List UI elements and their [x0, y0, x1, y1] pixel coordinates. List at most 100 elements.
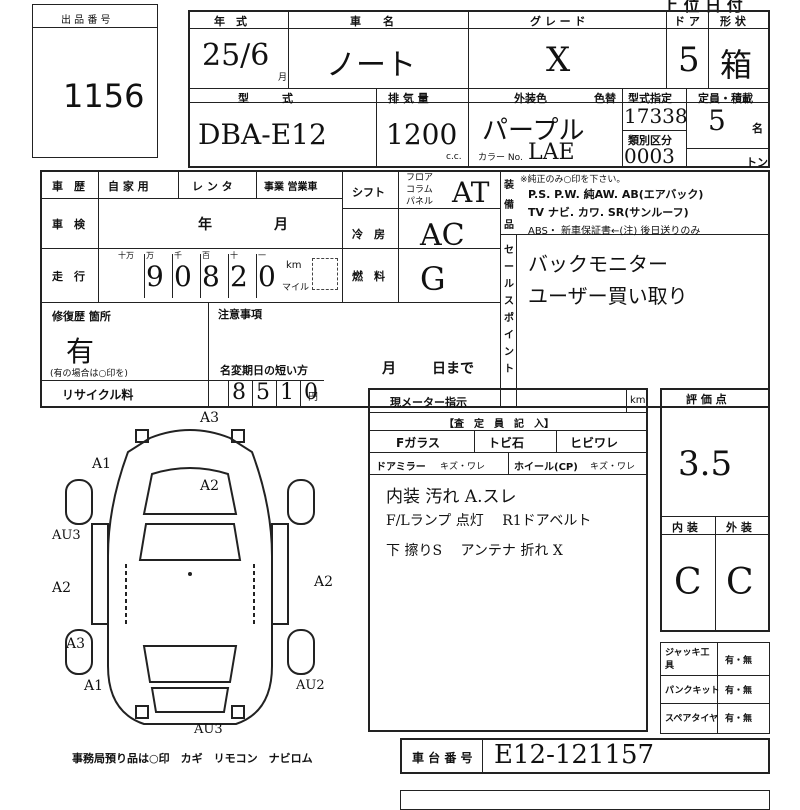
recycle-digit: 0	[304, 380, 318, 405]
digit-label: 十	[230, 251, 238, 260]
cap-label: 定員・積載	[698, 92, 753, 105]
mileage-digit: 0	[258, 260, 276, 293]
disp-value: 1200	[386, 118, 458, 151]
color2-label: 色替	[594, 92, 616, 105]
repair-note: (有の場合は○印を)	[50, 369, 128, 379]
type-no-value: 17338	[624, 104, 688, 128]
score-box: 評 価 点 3.5 内 装 外 装 C C	[660, 388, 770, 632]
shift-label: シフト	[352, 186, 385, 199]
recycle-digit: 1	[280, 380, 294, 405]
info-box: 車 歴 自 家 用 レ ン タ 事業 営業車 車 検 年 月 走 行 十万 万 …	[40, 170, 770, 408]
mile-box[interactable]	[312, 258, 338, 290]
equip-line3: ABS・ 新車保証書←(注) 後日送りのみ	[528, 226, 701, 237]
mileage-digit: 9	[146, 260, 164, 293]
inspect-note: 内装 汚れ A.スレ	[386, 487, 517, 507]
deadline-month: 月	[382, 361, 396, 377]
grade-value: X	[546, 40, 571, 80]
office-items: 事務局預り品は○印 カギ リモコン ナビロム	[72, 752, 313, 765]
score-value: 3.5	[678, 444, 733, 484]
diagram-mark: AU3	[52, 528, 81, 543]
car-label: 車 名	[350, 15, 394, 28]
mileage-digit: 0	[174, 260, 192, 293]
recycle-digit: 5	[256, 380, 270, 405]
class-no-value: 0003	[624, 144, 675, 168]
doors-value: 5	[678, 40, 700, 80]
sales-label: セ ー ル ス ポ イ ン ト	[504, 245, 514, 375]
history-opt-business: 事業 営業車	[264, 182, 318, 193]
mirror-opts: キズ・ワレ	[440, 462, 486, 472]
diagram-mark: AU2	[296, 678, 325, 693]
car-diagram	[65, 429, 315, 725]
class-label: 類別区分	[628, 134, 672, 147]
shift-opt-floor: フロア	[406, 173, 434, 183]
ac-value: AC	[420, 218, 465, 253]
shift-opt-panel: パネル	[406, 197, 434, 207]
chassis-value: E12-121157	[494, 740, 655, 770]
header-box: 年 式 車 名 グ レ ー ド ド ア 形 状 25/6 月 ノート X 5 箱…	[188, 10, 770, 169]
chassis-box: 車 台 番 号 E12-121157	[400, 738, 770, 774]
typeno-label: 型式指定	[628, 92, 672, 105]
mileage-label: 走 行	[52, 270, 85, 283]
lot-box: 出 品 番 号 1156	[32, 4, 158, 158]
door-label: ド ア	[674, 15, 700, 28]
fuel-label: 燃 料	[352, 270, 385, 283]
shape-value: 箱	[720, 46, 753, 84]
score-int-value: C	[674, 562, 702, 603]
digit-label: 十万	[118, 251, 134, 260]
sales-line: バックモニター	[528, 252, 668, 276]
shaken-month-unit: 月	[274, 217, 288, 233]
recycle-unit: 円	[308, 392, 318, 403]
digit-label: 万	[146, 251, 154, 260]
inspect-note: F/Lランプ 点灯 R1ドアベルト	[386, 513, 592, 529]
recycle-label: リサイクル料	[62, 388, 134, 402]
grade-label: グ レ ー ド	[530, 15, 586, 28]
glass-label: Fガラス	[396, 436, 440, 450]
meter-label: 現メーター指示	[390, 396, 467, 409]
mileage-digit: 8	[202, 260, 220, 293]
caution-label: 注意事項	[218, 308, 262, 321]
model-label: 型 式	[238, 92, 293, 105]
tool-val: 有・無	[725, 686, 753, 696]
inspect-note: 下 擦りS アンテナ 折れ X	[386, 543, 563, 559]
year-label: 年 式	[214, 15, 247, 28]
wheel-label: ホイール(CP)	[514, 462, 578, 473]
equip-label: 装 備 品	[504, 180, 514, 231]
inspection-box: 現メーター指示 km 【査 定 員 記 入】 Fガラス トビ石 ヒビワレ ドアミ…	[368, 388, 648, 732]
diagram-mark: A2	[200, 478, 220, 494]
repair-label: 修復歴 箇所	[52, 310, 111, 323]
score-label: 評 価 点	[686, 393, 727, 406]
glass-opt: ヒビワレ	[570, 436, 619, 450]
diagram-mark: A2	[52, 580, 72, 596]
history-label: 車 歴	[52, 180, 85, 193]
lot-label: 出 品 番 号	[61, 15, 111, 26]
lot-number: 1156	[63, 77, 145, 115]
color-value: パープル	[482, 116, 585, 146]
deadline-label: 名変期日の短い方	[220, 364, 308, 377]
color-label: 外装色	[514, 92, 547, 105]
mirror-label: ドアミラー	[376, 462, 426, 473]
score-int-label: 内 装	[672, 521, 698, 534]
recycle-digit: 8	[232, 380, 246, 405]
shaken-year-unit: 年	[198, 217, 212, 233]
ac-label: 冷 房	[352, 228, 385, 241]
shaken-label: 車 検	[52, 218, 85, 231]
tool-label: パンクキット	[665, 686, 720, 696]
digit-label: 千	[174, 251, 182, 260]
score-ext-label: 外 装	[726, 521, 752, 534]
capacity-value: 5	[708, 104, 726, 137]
repair-value: 有	[66, 335, 95, 368]
month-unit: 月	[278, 73, 288, 83]
digit-label: 百	[202, 251, 210, 260]
chassis-label: 車 台 番 号	[412, 751, 473, 765]
ton-unit: トン	[746, 156, 768, 169]
tool-val: 有・無	[725, 714, 753, 724]
km-unit: km	[286, 260, 302, 271]
shift-opt-column: コラム	[406, 185, 433, 195]
diagram-mark: A2	[314, 574, 334, 590]
car-name-value: ノート	[326, 48, 416, 83]
diagram-mark: A1	[92, 456, 112, 472]
digit-label: 一	[258, 251, 266, 260]
tool-label: ジャッキ工具	[665, 648, 710, 671]
tool-label: スペアタイヤ	[665, 714, 719, 724]
wheel-opts: キズ・ワレ	[590, 462, 636, 472]
